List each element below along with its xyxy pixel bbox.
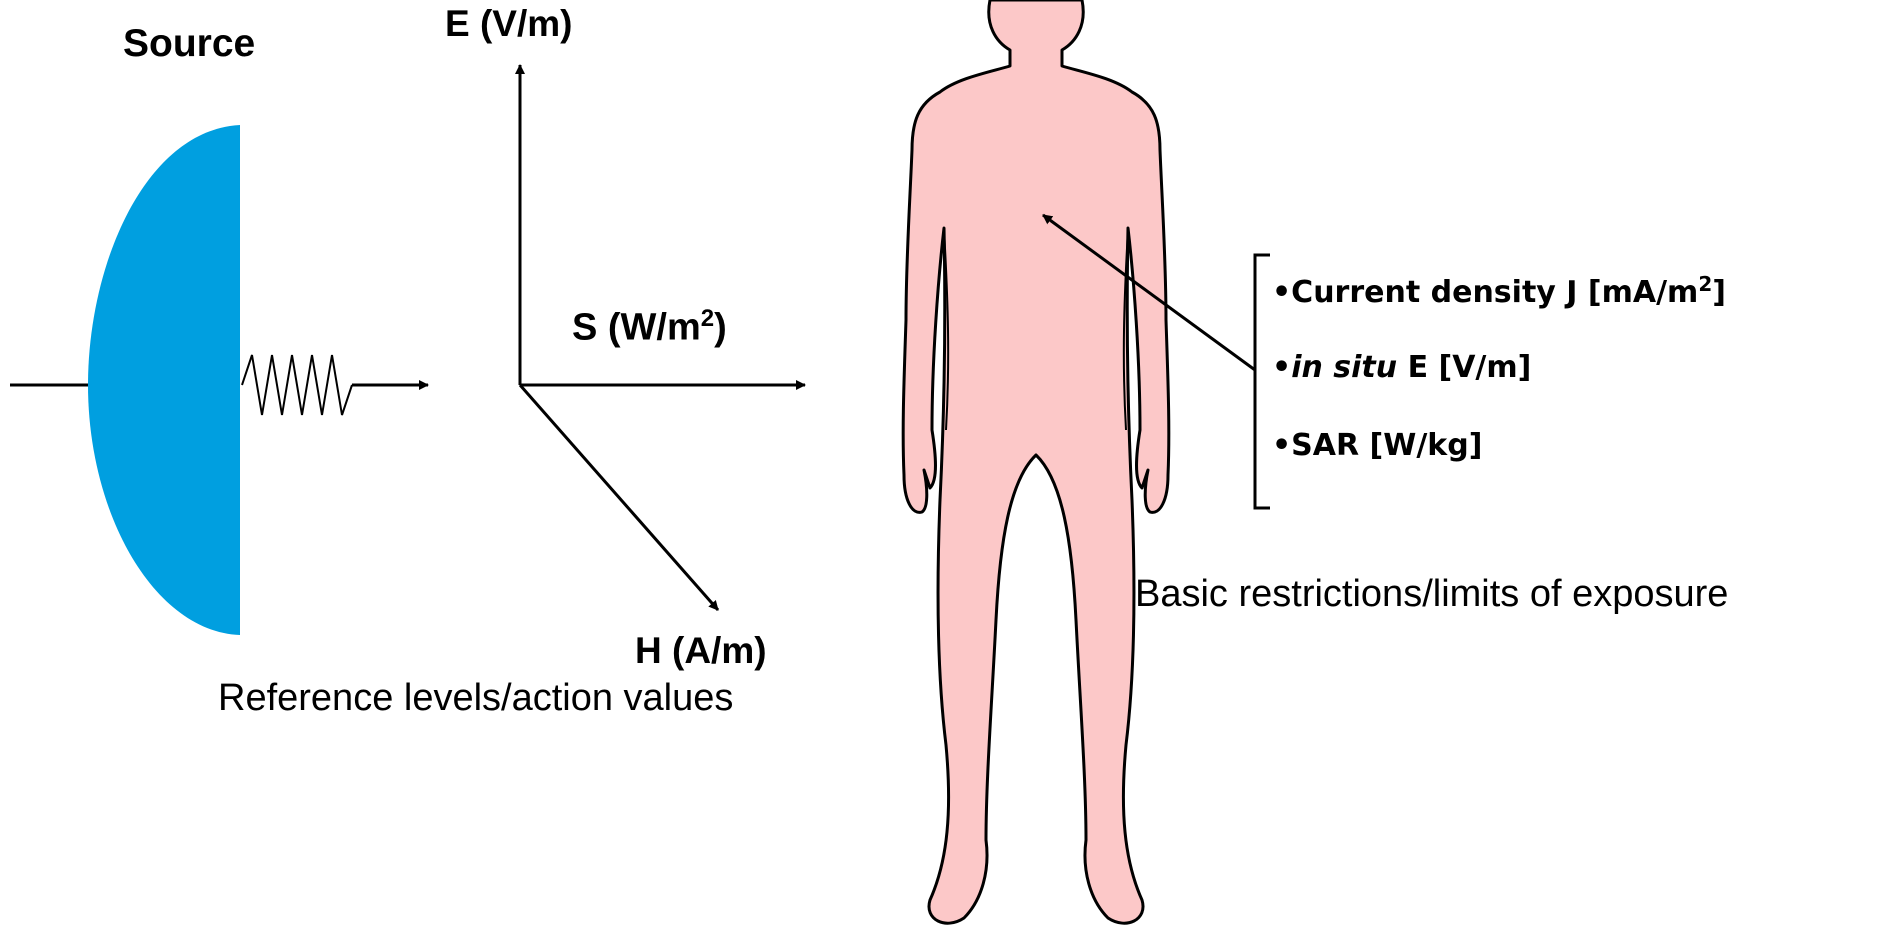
- source-half-disk: [88, 125, 240, 635]
- quantities-bracket: [1255, 255, 1270, 508]
- human-body: [903, 0, 1169, 923]
- s-axis-label: S (W/m2): [572, 305, 727, 350]
- source-label: Source: [123, 22, 255, 66]
- basic-restrictions-caption: Basic restrictions/limits of exposure: [1135, 573, 1728, 616]
- body-silhouette: [903, 0, 1169, 923]
- quantity-current-density: •Current density J [mA/m2]: [1272, 272, 1726, 310]
- h-axis-arrow: [520, 385, 718, 610]
- h-axis-label: H (A/m): [635, 630, 767, 672]
- e-axis-label: E (V/m): [445, 3, 572, 45]
- wave-zigzag: [242, 355, 352, 415]
- source-emitter: [10, 125, 428, 635]
- reference-caption: Reference levels/action values: [218, 677, 733, 720]
- quantity-in-situ-e: •in situ E [V/m]: [1272, 350, 1531, 385]
- quantity-sar: •SAR [W/kg]: [1272, 428, 1482, 463]
